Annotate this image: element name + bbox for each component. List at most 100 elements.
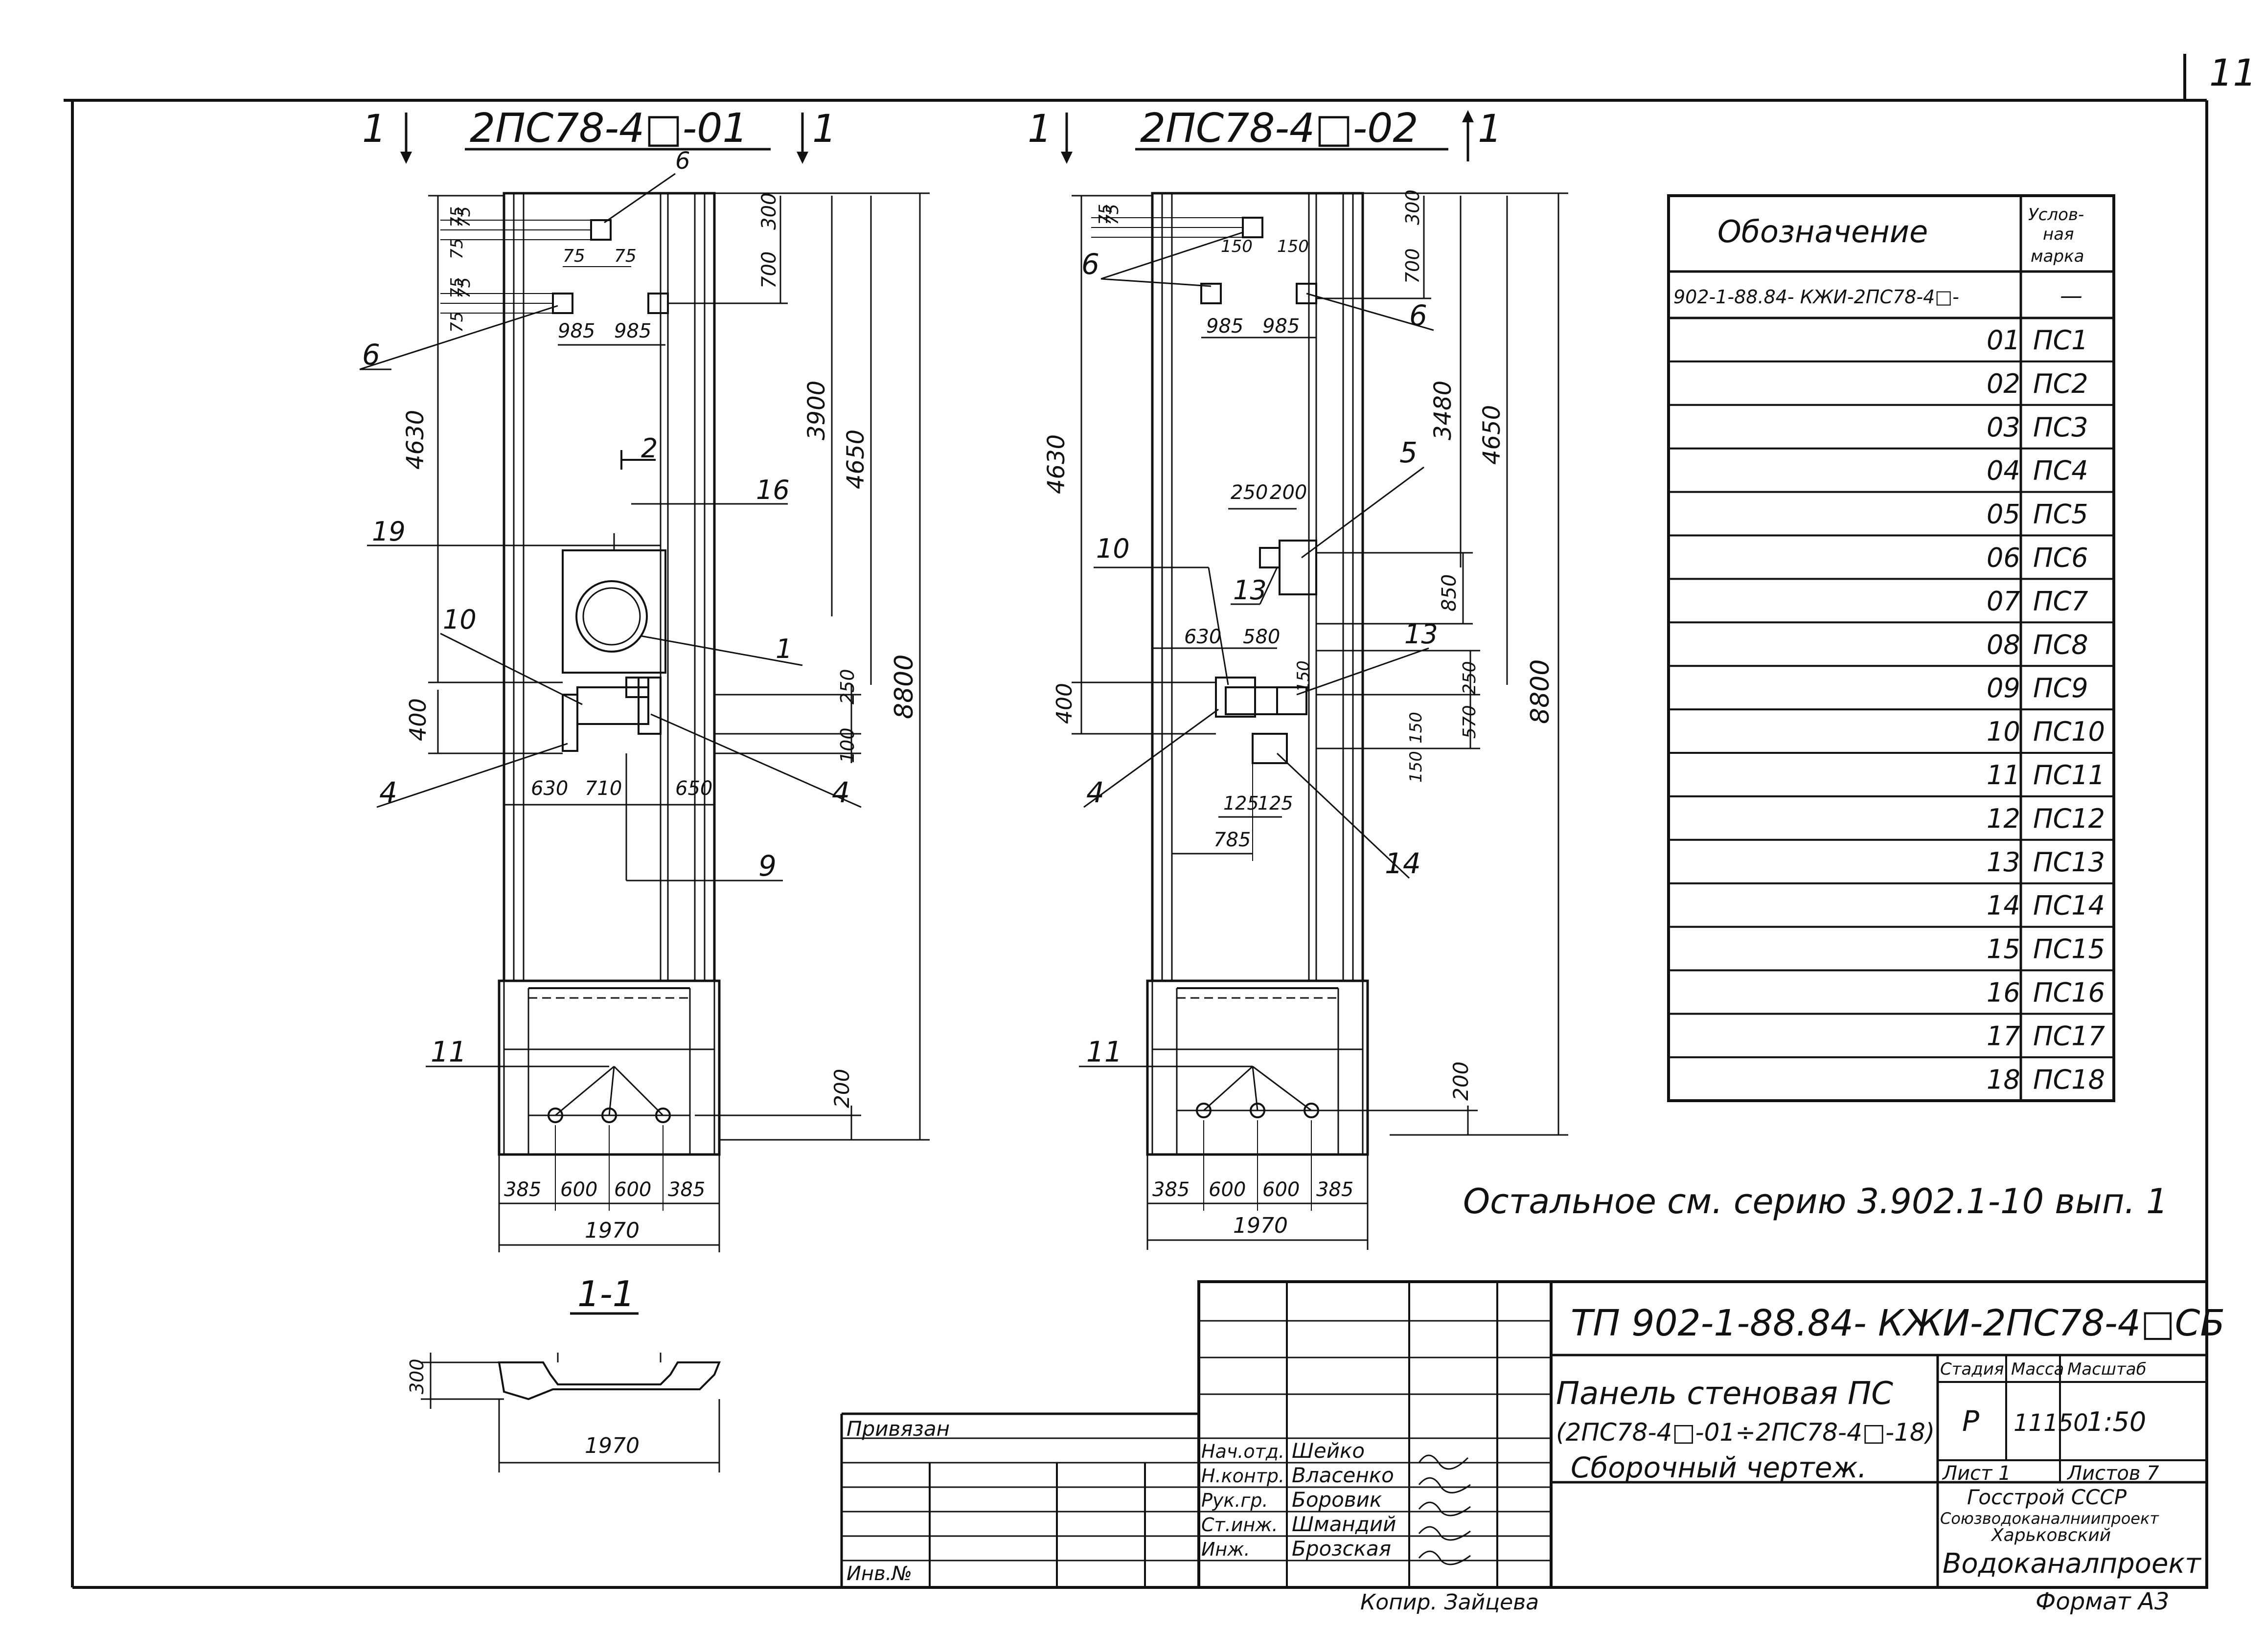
spec-row-suffix: 02: [1987, 368, 2020, 399]
dim-150-e: 150: [1406, 751, 1426, 783]
spec-row-mark: ПС18: [2033, 1064, 2105, 1095]
section-1-1: 1-1 300 1970: [406, 1273, 721, 1472]
spec-row-mark: ПС11: [2033, 760, 2105, 791]
spec-row-mark: ПС8: [2033, 629, 2088, 660]
spec-row-mark: ПС9: [2033, 673, 2088, 703]
stage-label: Стадия: [1940, 1359, 2004, 1379]
dim-bottom-600-b-left: 600: [614, 1178, 651, 1201]
callout-13-b: 13: [1404, 619, 1438, 650]
spec-row-mark: ПС13: [2033, 847, 2105, 878]
spec-row-suffix: 04: [1987, 455, 2020, 486]
dim-bottom-600-a-left: 600: [560, 1178, 597, 1201]
section-dim-1970: 1970: [585, 1433, 640, 1458]
sheet-frame: [64, 54, 2208, 1589]
callout-6-top-left: 6: [675, 147, 690, 175]
dim-250-left: 250: [837, 669, 858, 704]
dim-200-left: 200: [830, 1069, 854, 1108]
note-text: Остальное см. серию 3.902.1-10 вып. 1: [1463, 1181, 2168, 1222]
callout-2: 2: [641, 433, 658, 464]
dim-700-right: 700: [1402, 248, 1423, 284]
dim-bottom-385-a-left: 385: [504, 1178, 541, 1201]
dim-250-right: 250: [1460, 661, 1480, 695]
spec-row-suffix: 01: [1987, 325, 2020, 356]
callout-10-left: 10: [443, 604, 477, 635]
role-name: Боровик: [1292, 1488, 1382, 1512]
spec-row-suffix: 08: [1987, 629, 2020, 660]
spec-row-suffix: 10: [1987, 716, 2020, 747]
callout-10-right: 10: [1096, 533, 1130, 564]
spec-row-suffix: 17: [1987, 1020, 2020, 1051]
spec-header-mark-1: Услов-: [2028, 205, 2084, 225]
dim-75-g: 75: [563, 246, 585, 266]
stage-value: Р: [1962, 1404, 1979, 1438]
dim-400-right: 400: [1052, 683, 1077, 724]
spec-row-mark: ПС5: [2033, 499, 2088, 530]
sheet-label: Лист 1: [1942, 1462, 2011, 1485]
dim-bottom-1970-right: 1970: [1233, 1213, 1288, 1238]
dim-850: 850: [1438, 574, 1461, 611]
dim-630-left: 630: [531, 777, 568, 800]
right-view: 1 1 2ПС78-4□-02: [1028, 105, 1568, 1250]
spec-row-suffix: 16: [1987, 977, 2020, 1008]
dim-150-a: 150: [1221, 237, 1253, 256]
signature-3: [1418, 1501, 1471, 1516]
role-label: Инж.: [1201, 1539, 1250, 1560]
callout-11-right: 11: [1086, 1035, 1122, 1068]
dim-75-h: 75: [614, 246, 637, 266]
signature-5: [1418, 1550, 1471, 1565]
dim-785: 785: [1213, 829, 1251, 851]
spec-row-suffix: 06: [1987, 543, 2020, 573]
spec-row-mark: ПС15: [2033, 934, 2105, 965]
role-name: Брозская: [1292, 1537, 1391, 1561]
dim-bottom-600-b-right: 600: [1262, 1178, 1300, 1201]
callout-9: 9: [758, 849, 777, 883]
tied-label: Привязан: [847, 1417, 950, 1441]
signature-4: [1418, 1526, 1471, 1541]
spec-row-suffix: 15: [1987, 934, 2020, 965]
dim-200-top-right: 200: [1270, 481, 1307, 504]
spec-row-mark: ПС16: [2033, 977, 2105, 1008]
spec-header-designation: Обозначение: [1717, 214, 1928, 249]
dim-580: 580: [1243, 626, 1280, 648]
spec-row-mark: ПС12: [2033, 803, 2105, 834]
dim-100-left: 100: [837, 727, 858, 763]
dim-4650: 4650: [842, 430, 869, 489]
right-view-title: 2ПС78-4□-02: [1140, 105, 1418, 152]
title-name-2: (2ПС78-4□-01÷2ПС78-4□-18): [1556, 1418, 1935, 1447]
spec-row-suffix: 11: [1987, 760, 2020, 791]
dim-75-f: 75: [447, 312, 467, 333]
dim-bottom-600-a-right: 600: [1209, 1178, 1246, 1201]
dim-bottom-385-b-right: 385: [1316, 1178, 1353, 1201]
dim-75-b: 75: [455, 206, 474, 227]
spec-header-mark-3: марка: [2031, 247, 2084, 266]
role-name: Власенко: [1292, 1463, 1394, 1487]
spec-row-mark: ПС3: [2033, 412, 2088, 443]
dim-985-a-left: 985: [558, 320, 595, 342]
dim-75-d: 75: [447, 277, 467, 298]
org-line-2: Союзводоканалниипроект: [1940, 1509, 2159, 1528]
dim-150-c: 150: [1294, 660, 1313, 692]
footer-copied: Копир. Зайцева: [1360, 1590, 1539, 1615]
sheets-label: Листов 7: [2066, 1462, 2159, 1485]
callout-19: 19: [372, 516, 406, 547]
dim-630-right: 630: [1184, 626, 1221, 648]
dim-3480: 3480: [1429, 381, 1457, 440]
dim-125-a: 125: [1223, 792, 1259, 814]
title-code: ТП 902-1-88.84- КЖИ-2ПС78-4□СБ: [1571, 1302, 2225, 1344]
left-view-title: 2ПС78-4□-01: [470, 105, 748, 152]
dim-150-d: 150: [1406, 712, 1426, 744]
callout-16: 16: [756, 475, 790, 505]
dim-570: 570: [1460, 705, 1480, 739]
role-name: Шейко: [1292, 1439, 1365, 1463]
spec-base-mark: —: [2060, 282, 2082, 309]
section-mark-right-b: 1: [1478, 107, 1502, 151]
spec-row-mark: ПС2: [2033, 368, 2088, 399]
dim-3900: 3900: [803, 381, 830, 440]
scale-value: 1:50: [2087, 1406, 2146, 1437]
role-label: Рук.гр.: [1201, 1490, 1268, 1511]
spec-row-mark: ПС17: [2033, 1020, 2105, 1051]
spec-row-mark: ПС6: [2033, 543, 2088, 573]
footer-format: Формат А3: [2036, 1588, 2169, 1615]
mass-value: 11150: [2013, 1409, 2088, 1437]
